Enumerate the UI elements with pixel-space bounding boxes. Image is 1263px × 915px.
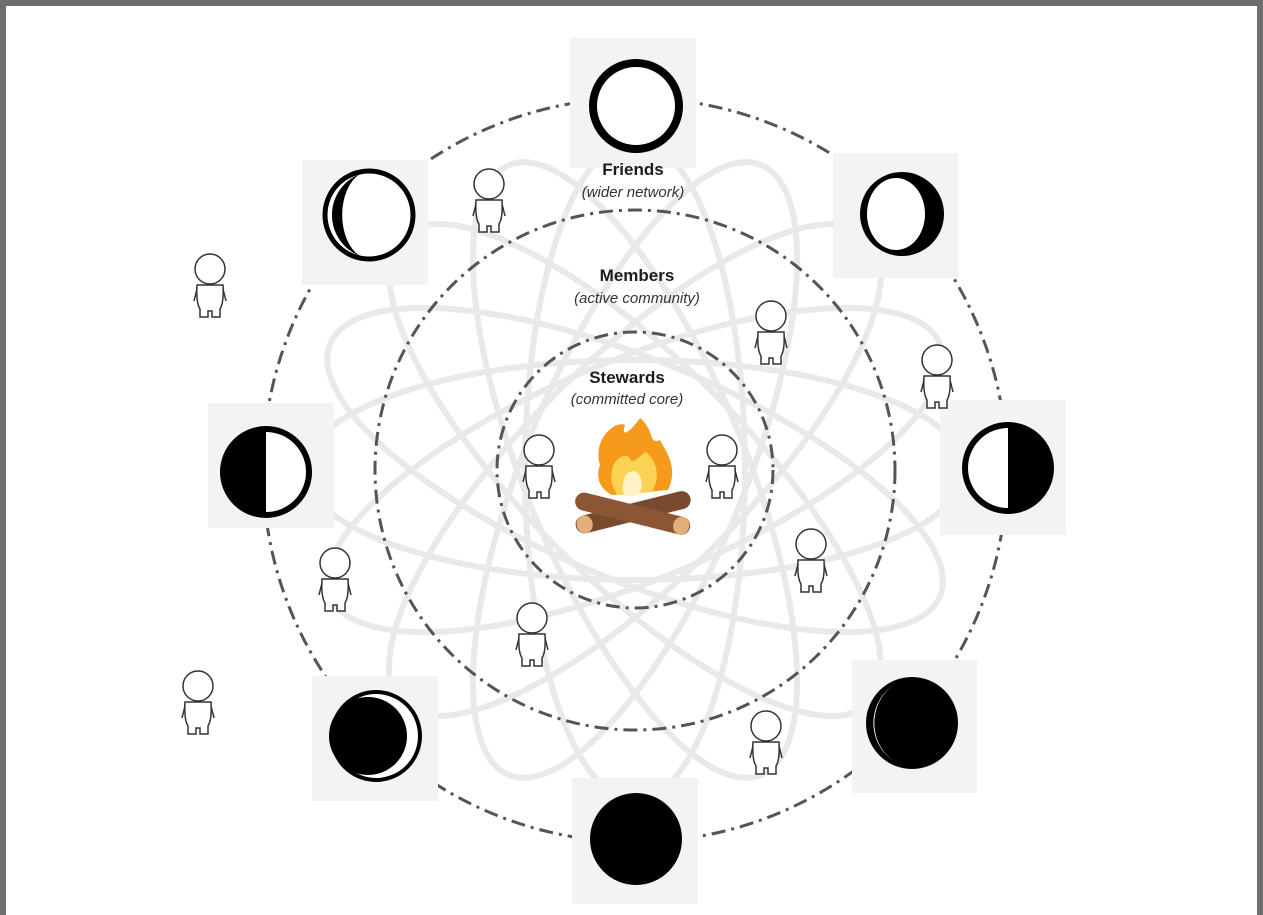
person-icon [194, 254, 226, 317]
campfire-icon [573, 418, 692, 537]
last-quarter-icon [965, 425, 1051, 511]
person-icon [921, 345, 953, 408]
person-icon [706, 435, 738, 498]
person-icon [473, 169, 505, 232]
person-icon [523, 435, 555, 498]
person-icon [755, 301, 787, 364]
members-title: Members [600, 266, 675, 285]
waning-crescent-icon [866, 677, 958, 769]
waning-gibbous-icon [860, 172, 944, 256]
full-moon-icon [593, 63, 679, 149]
person-icon [516, 603, 548, 666]
stewards-title: Stewards [589, 368, 665, 387]
new-moon-icon [590, 793, 682, 885]
person-icon [182, 671, 214, 734]
first-quarter-icon [223, 429, 309, 515]
friends-subtitle: (wider network) [582, 184, 685, 201]
waxing-gibbous-icon [325, 171, 413, 259]
members-subtitle: (active community) [574, 290, 700, 307]
person-icon [319, 548, 351, 611]
person-icon [795, 529, 827, 592]
waxing-crescent-icon [329, 692, 420, 780]
person-icon [750, 711, 782, 774]
stewards-label: Stewards (committed core) [571, 368, 684, 408]
friends-title: Friends [602, 160, 663, 179]
stewards-subtitle: (committed core) [571, 391, 684, 408]
